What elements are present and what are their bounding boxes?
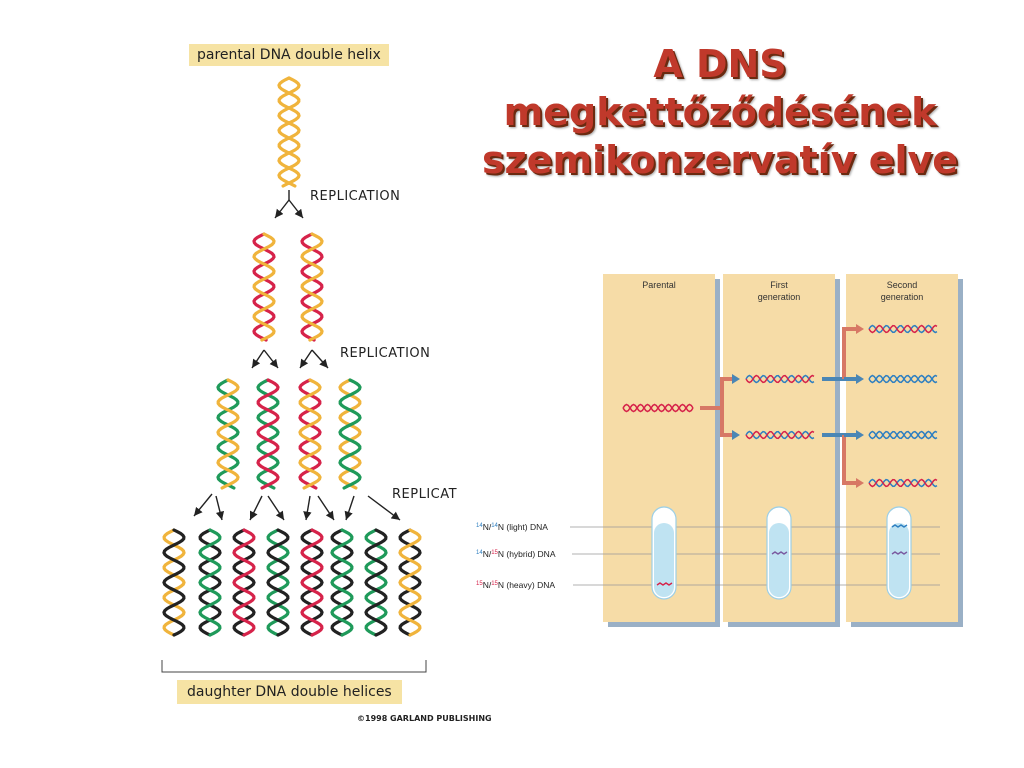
panel-title-first: First: [770, 280, 788, 290]
panel-title-second: Second: [887, 280, 918, 290]
daughter-helix-1: [162, 528, 186, 637]
density-label-light: 14N/14N (light) DNA: [476, 522, 548, 532]
arrowhead: [856, 430, 864, 440]
second-gen-dna-4: [868, 478, 938, 488]
daughter-helices-label: daughter DNA double helices: [177, 680, 402, 704]
daughter-helix-7: [364, 528, 388, 637]
daughter-helix-8: [398, 528, 422, 637]
first-gen-dna-1: [745, 374, 815, 384]
daughter-helix-2: [198, 528, 222, 637]
replication-arrow: [263, 349, 279, 369]
arrowhead: [732, 430, 740, 440]
replication-arrow: [251, 349, 265, 369]
meselson-stahl-diagram: Parental First generation Second generat…: [476, 274, 963, 627]
test-tube-second: [886, 506, 912, 600]
first-gen-dna-2: [745, 430, 815, 440]
replication-arrow-gen3-0: [193, 493, 213, 517]
title-line-1: A DNS megkettőződésének: [503, 42, 937, 134]
parental-dna: [622, 403, 694, 413]
parental-helix: [277, 76, 301, 188]
replication-arrow-gen3-6: [344, 495, 355, 521]
second-gen-dna-1: [868, 324, 938, 334]
replication-label-3: REPLICAT: [392, 487, 458, 502]
replication-fork-1-right-arrow: [288, 199, 304, 219]
gen1-helix-2: [300, 232, 324, 342]
gen2-helix-3: [298, 378, 322, 490]
density-label-heavy: 15N/15N (heavy) DNA: [476, 580, 555, 590]
replication-arrow: [311, 349, 329, 369]
panel-subtitle-second: generation: [881, 292, 924, 302]
slide-title: A DNS megkettőződésének szemikonzervatív…: [440, 40, 1000, 184]
replication-arrow-gen3-5: [317, 495, 335, 521]
replication-label-1: REPLICATION: [310, 189, 401, 204]
daughter-helix-6: [330, 528, 354, 637]
replication-fork-1-left-arrow: [274, 199, 290, 219]
replication-arrow-gen3-2: [249, 495, 263, 521]
daughter-helix-4: [266, 528, 290, 637]
panel-title-parental: Parental: [642, 280, 676, 290]
gen2-helix-2: [256, 378, 280, 490]
panel-subtitle-first: generation: [758, 292, 801, 302]
right-dna-and-arrows: [622, 324, 938, 488]
replication-label-2: REPLICATION: [340, 346, 431, 361]
daughter-bracket: [161, 660, 427, 673]
title-line-2: szemikonzervatív elve: [481, 138, 959, 182]
arrowhead: [856, 374, 864, 384]
copyright-notice: ©1998 GARLAND PUBLISHING: [357, 714, 492, 723]
test-tube-first: [766, 506, 792, 600]
test-tube-parental: [651, 506, 677, 600]
replication-arrow-gen3-7: [367, 495, 401, 521]
density-label-hybrid: 14N/15N (hybrid) DNA: [476, 549, 556, 559]
gen1-helix-1: [252, 232, 276, 342]
replication-tree-diagram: [161, 76, 427, 673]
replication-arrow-gen3-3: [267, 495, 285, 521]
daughter-helix-5: [300, 528, 324, 637]
second-gen-dna-2: [868, 374, 938, 384]
arrowhead: [856, 478, 864, 488]
second-gen-dna-3: [868, 430, 938, 440]
arrowhead: [732, 374, 740, 384]
daughter-helix-3: [232, 528, 256, 637]
parental-helix-label: parental DNA double helix: [189, 44, 389, 66]
arrowhead: [856, 324, 864, 334]
replication-arrow: [299, 349, 313, 369]
gen2-helix-1: [216, 378, 240, 490]
gen2-helix-4: [338, 378, 362, 490]
replication-arrow-gen3-4: [303, 495, 312, 521]
replication-arrow-gen3-1: [215, 495, 225, 521]
